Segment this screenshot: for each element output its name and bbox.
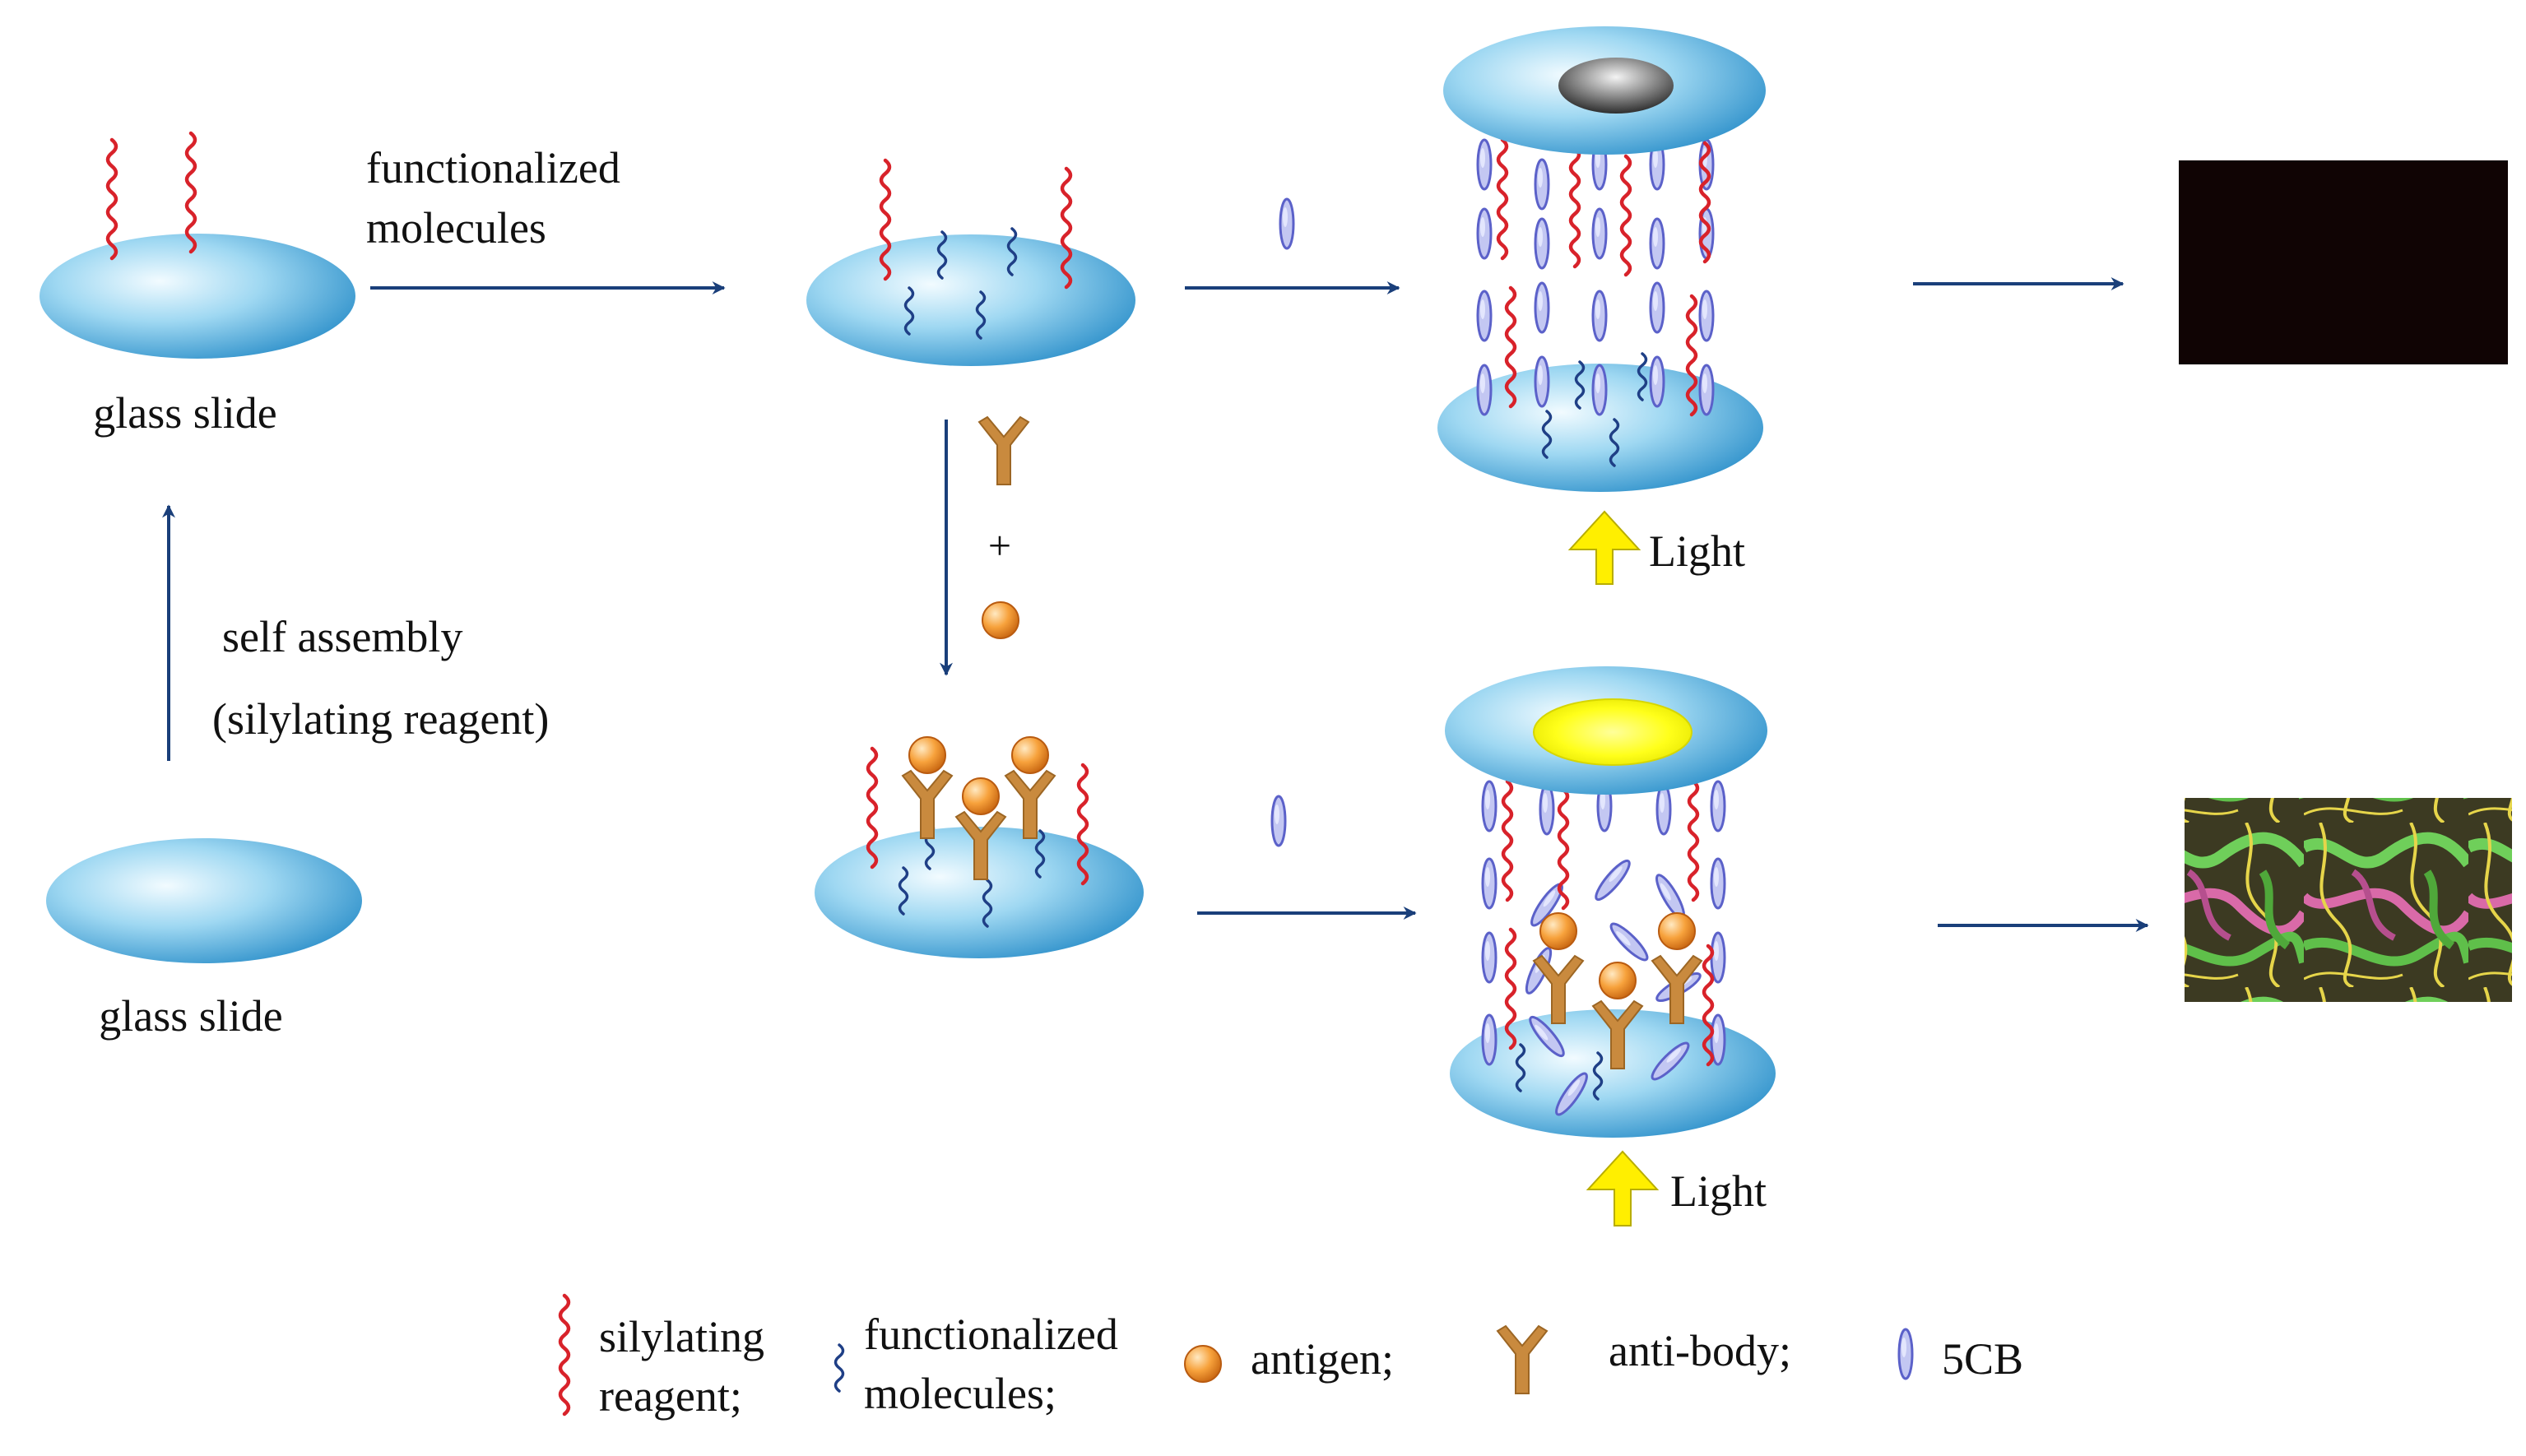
silylating-chain xyxy=(1498,140,1507,258)
antigen xyxy=(1011,736,1049,774)
legend-antibody: anti-body; xyxy=(1609,1326,1791,1375)
antigen xyxy=(962,777,1000,815)
silylating-chain xyxy=(1622,156,1630,275)
label-plus: + xyxy=(988,522,1011,568)
antigen xyxy=(1599,962,1637,999)
dark-spot xyxy=(1558,58,1674,114)
silylating-chain xyxy=(1571,148,1579,267)
lc-molecule-icon xyxy=(1279,197,1295,250)
legend-functionalized-line2: molecules; xyxy=(864,1369,1056,1418)
label-glass-slide-top: glass slide xyxy=(93,388,277,438)
glass-slide-silylated xyxy=(39,133,355,359)
antibody-icon xyxy=(978,416,1029,485)
antigen xyxy=(1658,912,1696,950)
light-arrow-top xyxy=(1567,510,1641,585)
legend-antibody-icon xyxy=(1497,1325,1548,1394)
legend-silylating-line2: reagent; xyxy=(599,1371,742,1421)
antigen-icon xyxy=(982,601,1019,639)
label-silylating-reagent: (silylating reagent) xyxy=(212,694,549,744)
label-self-assembly: self assembly xyxy=(222,612,462,661)
silylating-chain xyxy=(1503,781,1511,900)
result-dark-image xyxy=(2179,160,2508,364)
legend-lc: 5CB xyxy=(1942,1334,2023,1384)
legend-antigen-icon xyxy=(1184,1345,1222,1383)
antibody xyxy=(902,770,953,839)
legend-silylating-line1: silylating xyxy=(599,1312,764,1361)
silylating-chain xyxy=(1559,790,1567,908)
label-light-bottom: Light xyxy=(1670,1166,1767,1216)
label-functionalized-line2: molecules xyxy=(366,203,546,253)
label-glass-slide-bottom: glass slide xyxy=(99,991,283,1041)
antigen xyxy=(1539,912,1577,950)
legend-lc-icon xyxy=(1897,1328,1914,1380)
lc-cell-disrupted xyxy=(1445,666,1776,1138)
glass-slide-bare xyxy=(46,838,362,963)
legend-silylating-icon xyxy=(560,1296,569,1414)
lc-molecule-icon xyxy=(1270,795,1287,847)
label-light-top: Light xyxy=(1649,526,1745,576)
label-functionalized-line1: functionalized xyxy=(366,143,620,192)
silylating-chain xyxy=(108,140,116,258)
legend-functionalized-line1: functionalized xyxy=(864,1310,1118,1359)
antigen xyxy=(908,736,946,774)
light-arrow-bottom xyxy=(1586,1150,1660,1226)
legend-functional-icon xyxy=(833,1343,845,1393)
bright-spot xyxy=(1533,698,1693,766)
lc-cell-homeotropic xyxy=(1437,26,1766,492)
legend-antigen: antigen; xyxy=(1251,1334,1394,1384)
result-textured-image xyxy=(2185,798,2512,1002)
glass-slide-immunocomplex xyxy=(815,736,1144,958)
legend: silylating reagent; functionalized molec… xyxy=(560,1296,2023,1421)
glass-slide-functionalized xyxy=(806,160,1135,366)
silylating-chain xyxy=(1689,781,1697,900)
